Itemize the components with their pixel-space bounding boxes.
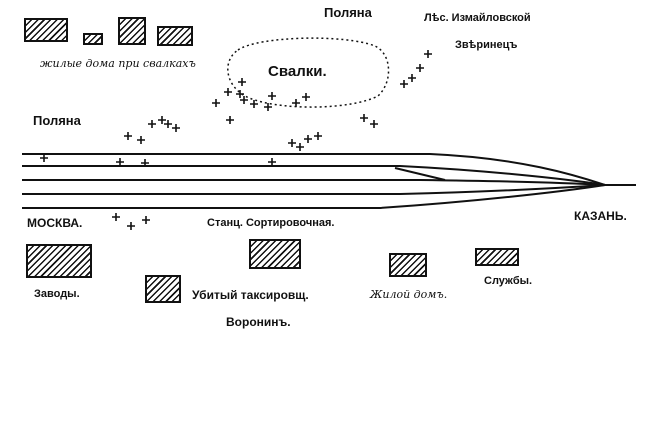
- cross-marker: [141, 159, 149, 167]
- cross-marker: [288, 139, 296, 147]
- crime-scene-square: [145, 275, 181, 303]
- railway-tracks: [22, 153, 636, 209]
- cross-marker: [116, 158, 124, 166]
- polyana-left-label: Поляна: [33, 113, 81, 128]
- cross-marker: [127, 222, 135, 230]
- legend-dwelling-square-1: [24, 18, 68, 42]
- cross-marker: [400, 80, 408, 88]
- cross-marker: [224, 88, 232, 96]
- cross-marker: [40, 154, 48, 162]
- cross-marker: [370, 120, 378, 128]
- cross-marker: [142, 216, 150, 224]
- track-4: [22, 184, 606, 195]
- station-building: [249, 239, 301, 269]
- cross-marker: [164, 120, 172, 128]
- station-label: Станц. Сортировочная.: [207, 217, 335, 229]
- cross-marker: [360, 114, 368, 122]
- cross-marker: [304, 135, 312, 143]
- track-2: [22, 165, 606, 186]
- dumps-label: Свалки.: [268, 63, 327, 80]
- cross-marker: [292, 99, 300, 107]
- cross-marker: [264, 103, 272, 111]
- forest-label: Лѣс. Измайловской: [424, 12, 531, 24]
- legend-dwelling-square-2: [83, 33, 103, 45]
- cross-marker: [250, 100, 258, 108]
- cross-marker: [124, 132, 132, 140]
- residential-house-label: Жилой домъ.: [370, 288, 448, 301]
- cross-marker: [226, 116, 234, 124]
- cross-marker: [268, 158, 276, 166]
- cross-marker: [112, 213, 120, 221]
- cross-marker: [238, 78, 246, 86]
- marker-crosses: [40, 50, 432, 230]
- cross-marker: [268, 92, 276, 100]
- track-3: [22, 179, 606, 186]
- cross-marker: [240, 96, 248, 104]
- cross-marker: [212, 99, 220, 107]
- cross-marker: [148, 120, 156, 128]
- track-1: [22, 153, 606, 186]
- cross-marker: [302, 93, 310, 101]
- cross-marker: [424, 50, 432, 58]
- polyana-top-label: Поляна: [324, 5, 372, 20]
- cross-marker: [408, 74, 416, 82]
- legend-dwelling-square-4: [157, 26, 193, 46]
- cross-marker: [172, 124, 180, 132]
- voronin-label: Воронинъ.: [226, 315, 291, 329]
- legend-dwellings-label: жилые дома при свалкахъ: [40, 57, 196, 70]
- legend-dwelling-square-3: [118, 17, 146, 45]
- menagerie-label: Звѣринецъ: [455, 39, 518, 51]
- services-label: Службы.: [484, 275, 533, 287]
- kazan-label: КАЗАНЬ.: [574, 209, 627, 223]
- cross-marker: [236, 90, 244, 98]
- residential-house-building: [389, 253, 427, 277]
- track-5: [22, 184, 606, 209]
- services-building: [475, 248, 519, 266]
- killed-driver-label: Убитый таксировщ.: [192, 288, 309, 302]
- siding-track: [394, 167, 446, 181]
- cross-marker: [314, 132, 322, 140]
- cross-marker: [137, 136, 145, 144]
- cross-marker: [158, 116, 166, 124]
- cross-marker: [416, 64, 424, 72]
- cross-marker: [296, 143, 304, 151]
- moscow-label: МОСКВА.: [27, 216, 83, 230]
- factory-building: [26, 244, 92, 278]
- factories-label: Заводы.: [34, 288, 80, 300]
